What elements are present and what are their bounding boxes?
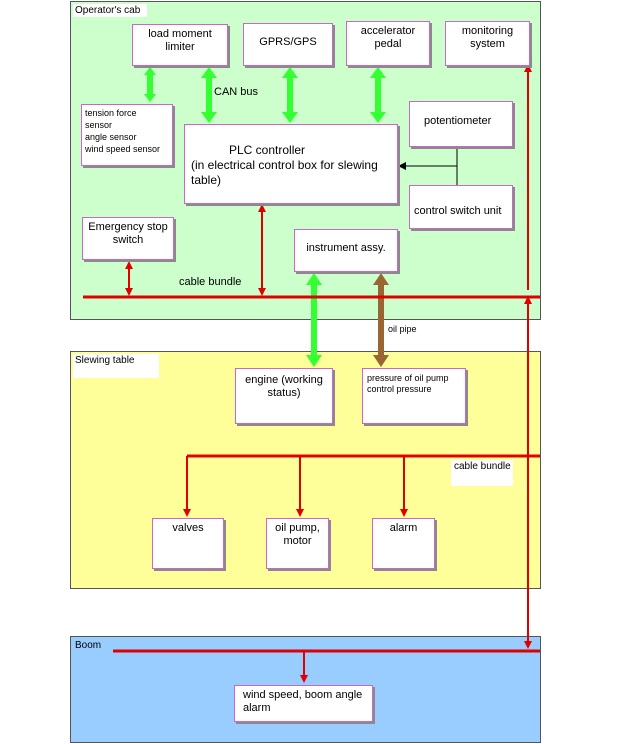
slewing-cable-bundle-label: cable bundle xyxy=(451,460,513,486)
arrow-instrument-engine xyxy=(306,273,322,367)
black-connectors xyxy=(398,149,458,185)
alarm-box: alarm xyxy=(372,518,435,569)
gprs-gps-box: GPRS/GPS xyxy=(243,23,333,66)
red-cables xyxy=(83,64,540,683)
plc-title: PLC controller xyxy=(229,143,306,157)
sensor-line-4: wind speed sensor xyxy=(85,144,161,154)
instrument-assy-box: instrument assy. xyxy=(294,229,398,272)
accelerator-pedal-box: accelerator pedal xyxy=(346,21,430,66)
boom-title: Boom xyxy=(75,640,102,651)
engine-box: engine (working status) xyxy=(235,368,333,424)
sensor-line-3: angle sensor xyxy=(85,132,137,142)
plc-controller-box: PLC controller (in electrical control bo… xyxy=(184,124,398,204)
control-switch-unit-box: control switch unit xyxy=(409,185,513,229)
arrow-lml-sensors xyxy=(144,67,156,102)
arrow-oil-pipe xyxy=(373,273,389,367)
oil-pump-pressure-box: pressure of oil pump control pressure xyxy=(362,368,466,424)
plc-line-2: (in electrical control box for slewing xyxy=(191,158,378,172)
green-arrows xyxy=(144,67,386,367)
sensor-line-1: tension force xyxy=(85,108,137,118)
slewing-table-title: Slewing table xyxy=(73,354,159,378)
monitoring-system-box: monitoring system xyxy=(445,21,530,66)
plc-line-3: table) xyxy=(191,173,222,187)
arrow-pedal-plc xyxy=(370,67,386,123)
can-bus-label: CAN bus xyxy=(214,86,259,98)
cab-cable-bundle-label: cable bundle xyxy=(179,276,242,288)
potentiometer-box: potentiometer xyxy=(409,101,513,147)
operators-cab-title: Operator's cab xyxy=(73,4,147,17)
wind-speed-boom-angle-alarm-box: wind speed, boom angle alarm xyxy=(234,685,373,722)
emergency-stop-switch-box: Emergency stop switch xyxy=(82,217,174,260)
oil-pump-motor-box: oil pump, motor xyxy=(266,518,329,569)
oil-pipe-label: oil pipe xyxy=(385,323,420,335)
valves-box: valves xyxy=(152,518,224,569)
load-moment-limiter-box: load moment limiter xyxy=(132,24,228,66)
arrow-gprs-plc xyxy=(282,67,298,123)
sensor-line-2: sensor xyxy=(85,120,113,130)
sensors-box: tension force sensor angle sensor wind s… xyxy=(81,104,173,166)
arrow-lml-plc xyxy=(201,67,217,123)
